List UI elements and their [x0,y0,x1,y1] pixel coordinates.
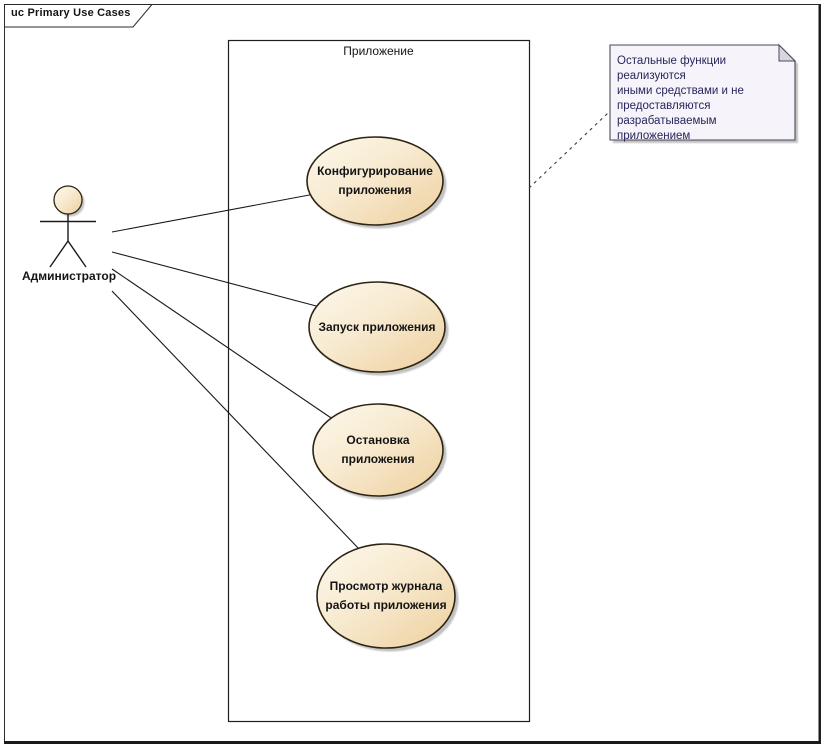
association-configure[interactable] [111,192,321,233]
frame-tab [4,4,154,28]
usecase-ellipse-stop[interactable] [312,403,444,497]
note[interactable] [609,43,798,143]
actor-right-leg [67,240,87,268]
association-view-log[interactable] [111,290,361,551]
association-stop[interactable] [111,268,341,425]
association-start[interactable] [111,251,321,308]
note-body [609,44,796,141]
actor-head [53,185,83,215]
usecase-ellipse-configure[interactable] [306,136,444,226]
note-fold-icon [778,43,797,62]
usecase-ellipse-start[interactable] [308,281,446,373]
usecase-ellipse-view-log[interactable] [316,543,456,649]
actor-administrator[interactable] [40,185,96,268]
actor-left-leg [49,240,69,268]
